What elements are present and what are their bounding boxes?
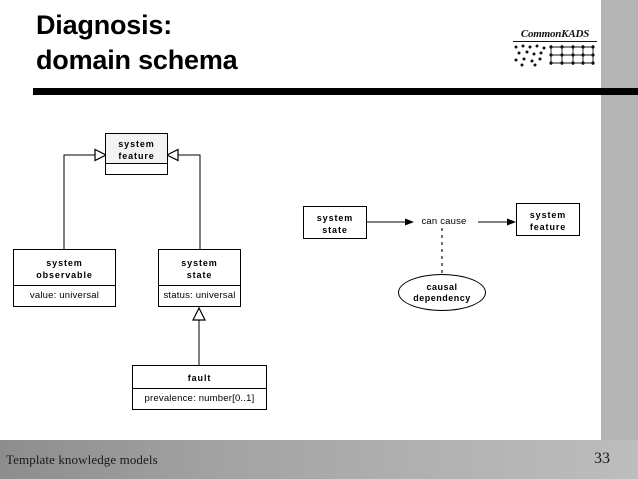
class-name-line-1: system (46, 258, 83, 268)
class-name-line-2: feature (529, 222, 567, 232)
class-attributes-empty-system-feature-top (106, 163, 167, 174)
class-name-line-2: state (322, 225, 348, 235)
class-name-line-1: system (316, 213, 354, 223)
page-title-line-2: domain schema (36, 44, 238, 75)
association-class-label: causal dependency (399, 275, 485, 304)
class-attributes-fault: prevalence: number[0..1] (133, 388, 266, 409)
class-box-system-state[interactable]: system state status: universal (158, 249, 241, 307)
association-class-label-line-2: dependency (413, 293, 471, 303)
class-name-system-state-assoc: system state (304, 207, 366, 238)
class-box-system-feature-top[interactable]: system feature (105, 133, 168, 175)
footer-text: Template knowledge models (6, 452, 158, 467)
class-name-system-observable: system observable (14, 250, 115, 285)
class-name-line-2: feature (118, 151, 155, 161)
class-name-line-2: state (186, 270, 213, 280)
generalization-triangle-up (192, 306, 206, 321)
class-name-line-1: system (529, 210, 567, 220)
class-attributes-system-state: status: universal (159, 285, 240, 306)
class-name-line-1: fault (187, 373, 212, 383)
class-name-system-feature-assoc: system feature (517, 204, 579, 235)
commonkads-logo: CommonKADS (513, 28, 597, 68)
class-name-line-2: observable (36, 270, 93, 280)
footer-band (0, 440, 638, 479)
diagram-connectors (63, 148, 516, 365)
title-divider-rule (33, 88, 638, 95)
class-name-line-1: system (181, 258, 218, 268)
association-arrowhead-right (507, 218, 516, 226)
class-attributes-system-observable: value: universal (14, 285, 115, 306)
generalization-triangle-left (94, 148, 108, 162)
commonkads-logo-text: CommonKADS (513, 28, 597, 42)
class-name-system-state: system state (159, 250, 240, 285)
generalization-triangle-right (165, 148, 179, 162)
association-class-causal-dependency[interactable]: causal dependency (398, 274, 486, 311)
class-box-system-feature-assoc[interactable]: system feature (516, 203, 580, 236)
class-name-line-1: system (118, 139, 155, 149)
class-name-system-feature-top: system feature (106, 134, 167, 163)
class-box-fault[interactable]: fault prevalence: number[0..1] (132, 365, 267, 410)
class-box-system-observable[interactable]: system observable value: universal (13, 249, 116, 307)
page-number: 33 (594, 450, 610, 467)
class-name-fault: fault (133, 366, 266, 388)
logo-dot-grid-icon (514, 44, 595, 67)
right-gray-band (601, 0, 638, 440)
page-title: Diagnosis: domain schema (36, 8, 476, 77)
association-class-label-line-1: causal (426, 282, 458, 292)
association-arrowhead-left (405, 218, 414, 226)
class-box-system-state-assoc[interactable]: system state (303, 206, 367, 239)
page-title-line-1: Diagnosis: (36, 10, 173, 40)
association-label-can-cause: can cause (421, 216, 467, 227)
